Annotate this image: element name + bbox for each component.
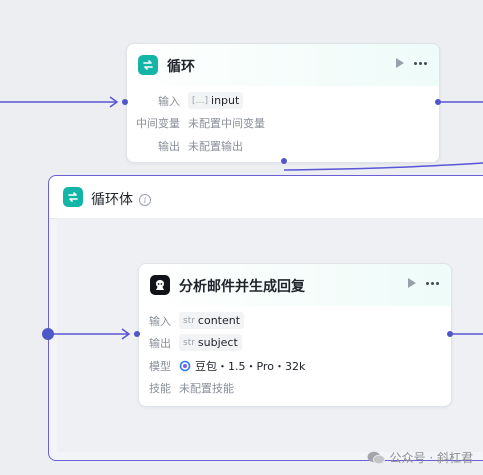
llm-output-value: subject <box>197 336 238 349</box>
llm-icon <box>150 275 170 295</box>
loop-body-start-port[interactable] <box>42 328 54 340</box>
wechat-icon <box>367 451 385 465</box>
loop-body-port[interactable] <box>281 158 287 164</box>
watermark: 公众号 · 斜杠君 <box>367 449 473 466</box>
loop-output-label: 输出 <box>158 140 180 153</box>
loop-output-port[interactable] <box>435 99 441 105</box>
llm-input-port[interactable] <box>134 331 140 337</box>
llm-skill-row: 技能 未配置技能 <box>149 380 234 396</box>
loop-output-value: 未配置输出 <box>188 140 243 153</box>
loop-icon <box>138 55 158 75</box>
loop-var-value: 未配置中间变量 <box>188 117 265 130</box>
play-icon[interactable] <box>408 278 416 288</box>
loop-var-row: 中间变量 未配置中间变量 <box>127 115 265 131</box>
watermark-text: 公众号 · 斜杠君 <box>389 451 473 465</box>
llm-node-title: 分析邮件并生成回复 <box>179 279 305 295</box>
loop-node-header[interactable]: 循环 <box>127 44 439 86</box>
loop-input-value: input <box>211 94 240 107</box>
wire-loop-bottom <box>283 162 483 171</box>
llm-model-label: 模型 <box>149 360 171 373</box>
loop-icon <box>63 187 83 207</box>
llm-output-row: 输出 str subject <box>149 334 242 351</box>
more-icon[interactable] <box>426 281 439 285</box>
loop-input-label: 输入 <box>158 94 180 108</box>
llm-node-header[interactable]: 分析邮件并生成回复 <box>139 264 451 306</box>
llm-model-value: 豆包・1.5・Pro・32k <box>195 360 306 373</box>
loop-var-label: 中间变量 <box>136 117 180 130</box>
loop-node-title: 循环 <box>167 59 195 75</box>
llm-input-label: 输入 <box>149 314 171 328</box>
loop-body-title: 循环体 i <box>91 189 151 209</box>
loop-body-header[interactable]: 循环体 i <box>49 176 483 219</box>
loop-input-pill: […] input <box>188 92 244 109</box>
llm-input-value: content <box>197 314 241 327</box>
llm-output-pill: str subject <box>179 334 242 351</box>
play-icon[interactable] <box>396 58 404 68</box>
llm-model-row: 模型 豆包・1.5・Pro・32k <box>149 358 305 374</box>
loop-input-port[interactable] <box>122 99 128 105</box>
loop-body-title-text: 循环体 <box>91 192 133 208</box>
loop-node[interactable]: 循环 输入 […] input 中间变量 未配置中间变量 输出 未配置输出 <box>126 43 440 163</box>
loop-output-row: 输出 未配置输出 <box>127 138 243 154</box>
llm-skill-value: 未配置技能 <box>179 382 234 395</box>
array-type-tag: […] <box>192 95 209 106</box>
wire-arrow-loop <box>109 96 119 108</box>
string-type-tag: str <box>183 315 195 326</box>
llm-skill-label: 技能 <box>149 382 171 395</box>
more-icon[interactable] <box>414 61 427 65</box>
llm-output-label: 输出 <box>149 336 171 350</box>
loop-input-row: 输入 […] input <box>127 92 244 109</box>
llm-node[interactable]: 分析邮件并生成回复 输入 str content 输出 str subject … <box>138 263 452 407</box>
llm-input-pill: str content <box>179 312 245 329</box>
llm-input-row: 输入 str content <box>149 312 245 329</box>
info-icon[interactable]: i <box>139 194 151 206</box>
model-logo-icon <box>179 360 191 372</box>
llm-output-port[interactable] <box>447 331 453 337</box>
string-type-tag: str <box>183 337 195 348</box>
